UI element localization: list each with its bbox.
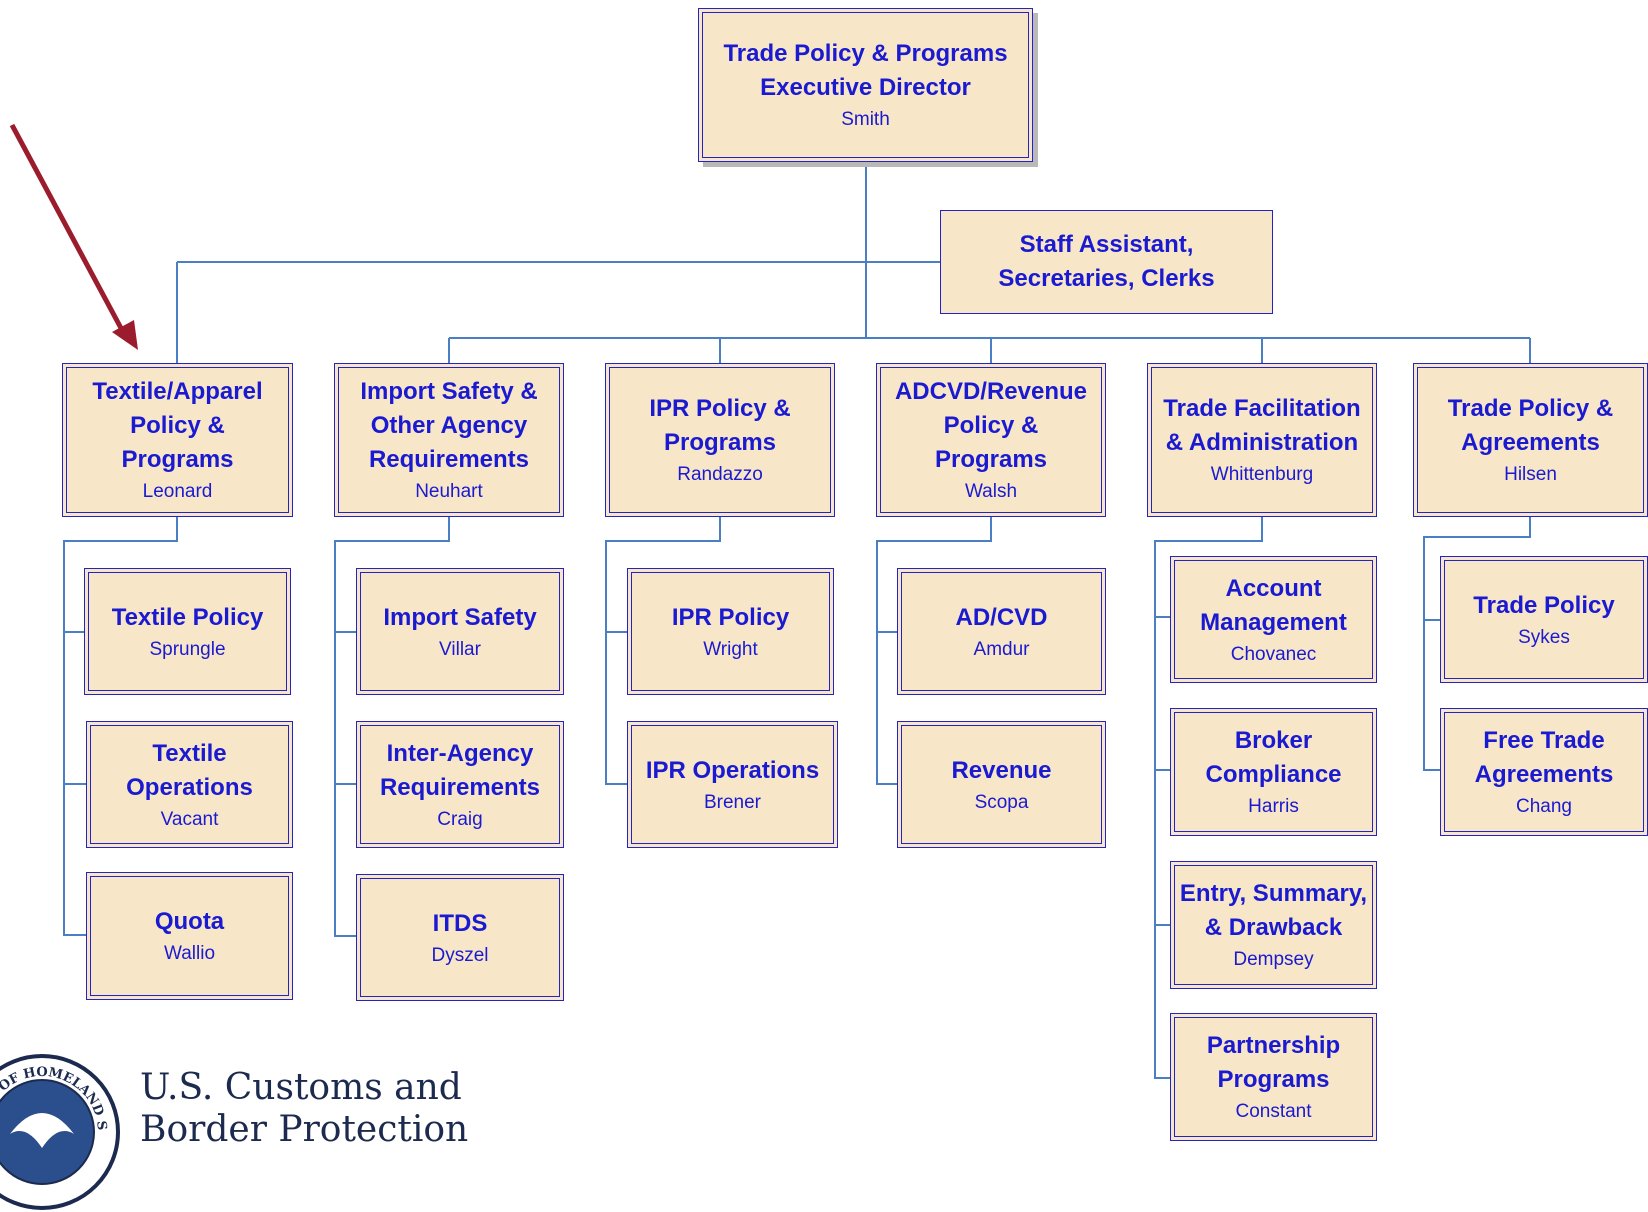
unit-title: Broker Compliance: [1205, 727, 1342, 788]
unit-person: Vacant: [160, 808, 219, 830]
dhs-seal-icon: DEPARTMENT OF HOMELAND SECURITY: [0, 1052, 120, 1210]
division-title: IPR Policy & Programs: [649, 395, 791, 456]
unit-person: Villar: [439, 638, 481, 660]
division-import-safety: Import Safety & Other Agency Requirement…: [334, 363, 564, 517]
unit-ipr-policy: IPR Policy Wright: [627, 568, 834, 695]
unit-person: Sprungle: [149, 638, 226, 660]
unit-import-safety: Import Safety Villar: [356, 568, 564, 695]
division-title: Textile/Apparel Policy & Programs: [92, 378, 263, 473]
unit-inter-agency: Inter-Agency Requirements Craig: [356, 721, 564, 848]
division-person: Randazzo: [677, 464, 763, 485]
unit-title: IPR Policy: [671, 603, 790, 631]
division-person: Neuhart: [415, 481, 483, 502]
unit-title: Free Trade Agreements: [1474, 727, 1614, 788]
unit-person: Wallio: [163, 943, 216, 964]
division-trade-facilitation: Trade Facilitation & Administration Whit…: [1147, 363, 1377, 517]
executive-title: Trade Policy & Programs Executive Direct…: [723, 40, 1008, 101]
connector-lines: [63, 162, 1531, 1079]
logo-text-line1: U.S. Customs and: [140, 1067, 462, 1108]
division-person: Whittenburg: [1210, 464, 1314, 485]
unit-adcvd: AD/CVD Amdur: [897, 568, 1106, 695]
unit-title: ITDS: [432, 909, 488, 937]
unit-textile-policy: Textile Policy Sprungle: [84, 568, 291, 695]
arrow-down-right-icon: [9, 123, 138, 350]
unit-person: Dyszel: [431, 944, 489, 966]
unit-person: Chang: [1516, 796, 1572, 817]
logo-text-line2: Border Protection: [140, 1109, 469, 1150]
unit-title: Textile Policy: [111, 603, 264, 631]
unit-textile-operations: Textile Operations Vacant: [86, 721, 293, 848]
division-title: Trade Facilitation & Administration: [1163, 395, 1361, 456]
unit-title: AD/CVD: [955, 603, 1048, 631]
unit-person: Constant: [1235, 1101, 1312, 1122]
unit-quota: Quota Wallio: [86, 872, 293, 1000]
unit-itds: ITDS Dyszel: [356, 874, 564, 1001]
division-title: Trade Policy & Agreements: [1447, 395, 1614, 456]
unit-title: Textile Operations: [126, 739, 253, 801]
unit-title: Account Management: [1200, 574, 1347, 636]
division-person: Walsh: [964, 481, 1018, 502]
unit-person: Scopa: [974, 791, 1029, 813]
unit-revenue: Revenue Scopa: [897, 721, 1106, 848]
staff-title: Staff Assistant, Secretaries, Clerks: [998, 231, 1215, 292]
division-trade-policy-agreements: Trade Policy & Agreements Hilsen: [1413, 363, 1648, 517]
unit-title: Import Safety: [383, 603, 537, 631]
unit-entry-summary-drawback: Entry, Summary, & Drawback Dempsey: [1170, 861, 1377, 989]
unit-title: Revenue: [951, 756, 1052, 784]
unit-title: Inter-Agency Requirements: [379, 739, 541, 801]
unit-broker-compliance: Broker Compliance Harris: [1170, 708, 1377, 836]
division-title: Import Safety & Other Agency Requirement…: [360, 378, 538, 473]
unit-title: Entry, Summary, & Drawback: [1179, 880, 1368, 941]
unit-title: IPR Operations: [645, 756, 820, 784]
unit-trade-policy: Trade Policy Sykes: [1440, 556, 1648, 683]
unit-person: Sykes: [1518, 626, 1570, 648]
unit-person: Dempsey: [1233, 949, 1314, 970]
unit-person: Brener: [703, 791, 762, 813]
unit-title: Partnership Programs: [1206, 1032, 1341, 1093]
unit-title: Quota: [154, 908, 225, 935]
unit-free-trade-agreements: Free Trade Agreements Chang: [1440, 708, 1648, 836]
division-adcvd-revenue: ADCVD/Revenue Policy & Programs Walsh: [876, 363, 1106, 517]
unit-person: Craig: [437, 808, 483, 830]
division-ipr: IPR Policy & Programs Randazzo: [605, 363, 835, 517]
unit-title: Trade Policy: [1473, 591, 1615, 619]
executive-person: Smith: [841, 109, 890, 130]
unit-person: Harris: [1248, 796, 1299, 817]
unit-partnership-programs: Partnership Programs Constant: [1170, 1013, 1377, 1141]
division-person: Hilsen: [1504, 464, 1557, 485]
unit-person: Amdur: [973, 638, 1030, 660]
staff-box: Staff Assistant, Secretaries, Clerks: [940, 210, 1273, 314]
division-title: ADCVD/Revenue Policy & Programs: [894, 378, 1088, 473]
executive-director-box: Trade Policy & Programs Executive Direct…: [698, 8, 1033, 162]
unit-person: Wright: [703, 638, 758, 660]
unit-person: Chovanec: [1230, 643, 1317, 665]
division-textile-apparel: Textile/Apparel Policy & Programs Leonar…: [62, 363, 293, 517]
unit-ipr-operations: IPR Operations Brener: [627, 721, 838, 848]
unit-account-management: Account Management Chovanec: [1170, 556, 1377, 683]
division-person: Leonard: [142, 481, 213, 502]
